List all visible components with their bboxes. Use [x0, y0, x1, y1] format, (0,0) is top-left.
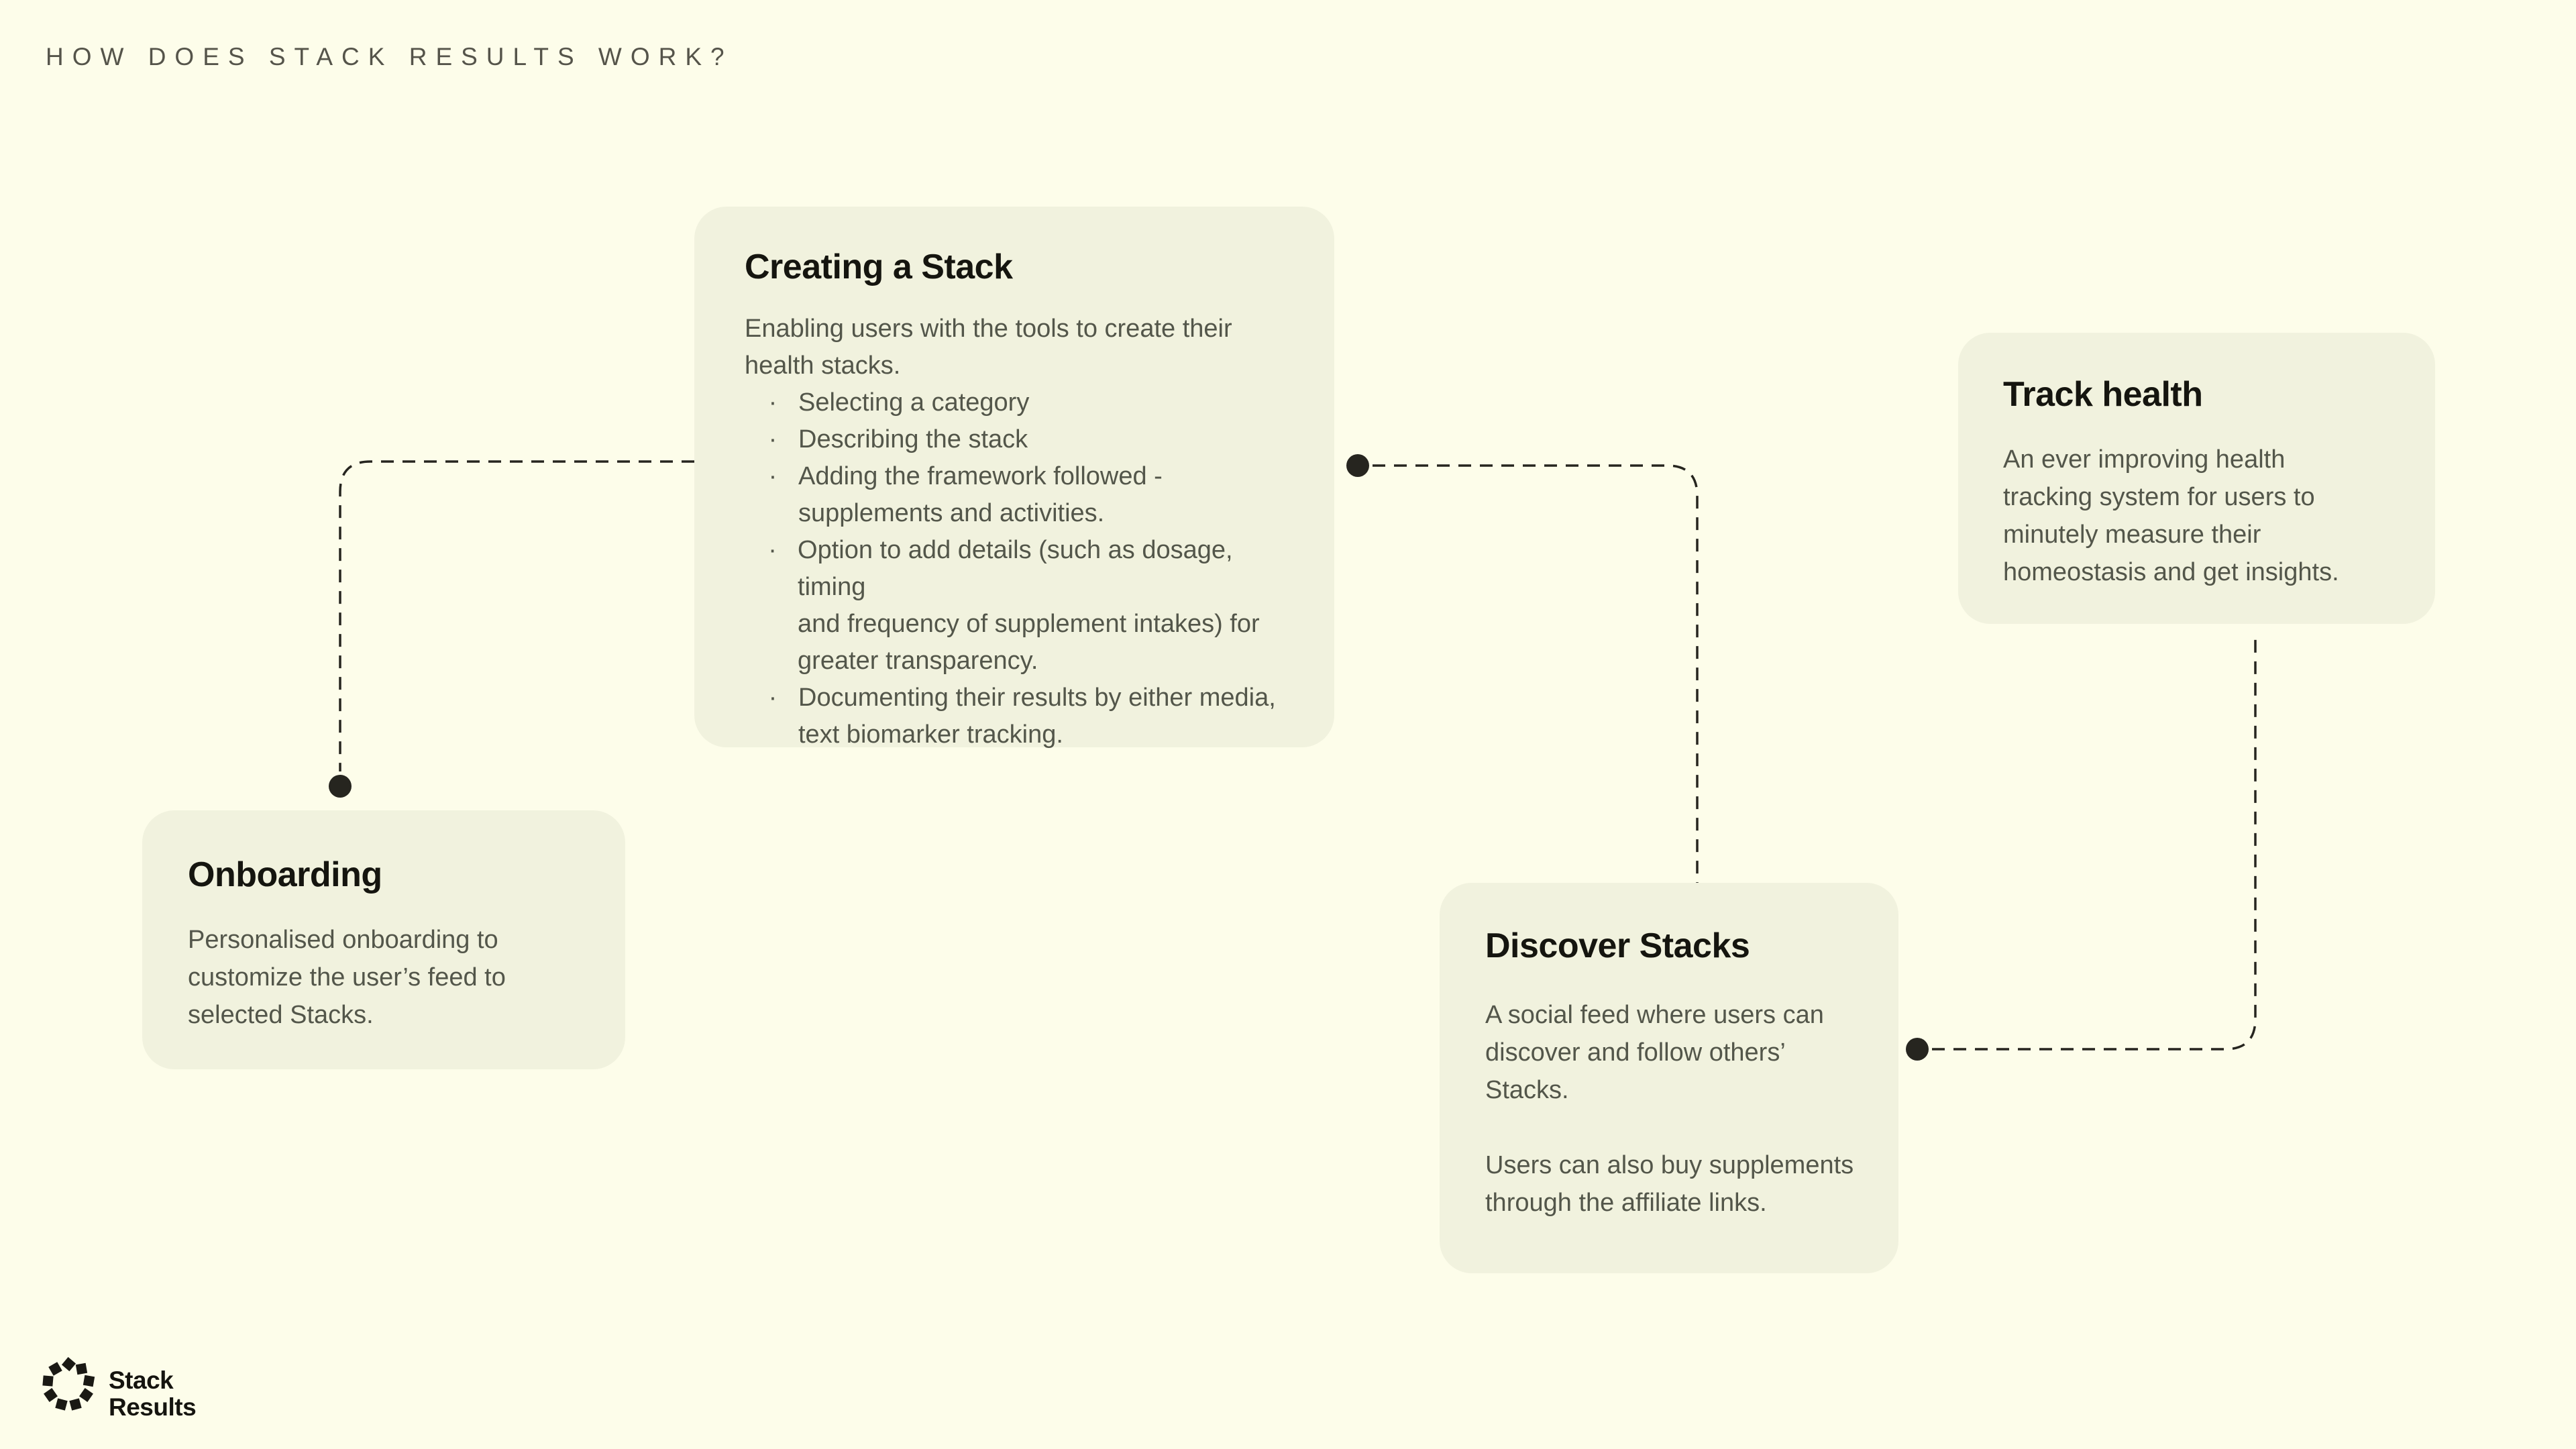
card-onboarding-title: Onboarding: [188, 855, 382, 894]
card-discover-title: Discover Stacks: [1485, 926, 1750, 965]
bullet-marker: ·: [768, 425, 777, 454]
stack-results-logo-icon: [42, 1356, 95, 1411]
bullet-text: Option to add details (such as dosage, t…: [798, 536, 1260, 676]
card-track-title: Track health: [2003, 375, 2203, 414]
card-creating-a-stack: Creating a Stack Enabling users with the…: [694, 207, 1334, 749]
connector-dot-onboarding: [329, 775, 352, 798]
connector-onboarding-to-creating: [339, 460, 694, 771]
bullet-item: · Option to add details (such as dosage, …: [765, 532, 1287, 680]
logo-text-line2: Results: [109, 1393, 197, 1421]
card-creating-title: Creating a Stack: [745, 248, 1013, 286]
card-track-body: An ever improving health tracking system…: [2003, 445, 2339, 587]
bullet-text: Describing the stack: [798, 425, 1028, 454]
page-title: HOW DOES STACK RESULTS WORK?: [46, 43, 733, 70]
connector-dot-creating: [1346, 454, 1369, 477]
bullet-item: · Describing the stack: [765, 421, 1287, 458]
bullet-item: · Selecting a category: [765, 384, 1287, 421]
card-onboarding-body: Personalised onboarding to customize the…: [188, 926, 506, 1030]
bullet-marker: ·: [768, 462, 777, 491]
bullet-text: Adding the framework followed - suppleme…: [798, 462, 1163, 528]
bullet-text: Selecting a category: [798, 388, 1030, 417]
bullet-marker: ·: [768, 388, 777, 417]
connector-discover-to-track: [1932, 639, 2257, 1051]
logo-text-line1: Stack: [109, 1366, 174, 1394]
card-discover-body: A social feed where users can discover a…: [1485, 1001, 1854, 1218]
connector-dot-discover: [1906, 1038, 1929, 1061]
bullet-marker: ·: [768, 684, 777, 712]
bullet-item: · Documenting their results by either med…: [765, 680, 1287, 753]
card-discover-stacks: Discover Stacks A social feed where user…: [1440, 883, 1898, 1273]
card-onboarding: Onboarding Personalised onboarding to cu…: [142, 810, 625, 1069]
bullet-item: · Adding the framework followed - supplem…: [765, 458, 1287, 532]
stack-results-logo-text: Stack Results: [109, 1367, 310, 1421]
card-creating-bullet-list: · Selecting a category · Describing the sta…: [765, 384, 1287, 753]
bullet-text: Documenting their results by either medi…: [798, 684, 1276, 749]
connector-creating-to-discover: [1373, 464, 1699, 883]
bullet-marker: ·: [768, 536, 777, 565]
card-track-health: Track health An ever improving health tr…: [1958, 333, 2435, 624]
card-creating-intro: Enabling users with the tools to create …: [745, 315, 1232, 380]
